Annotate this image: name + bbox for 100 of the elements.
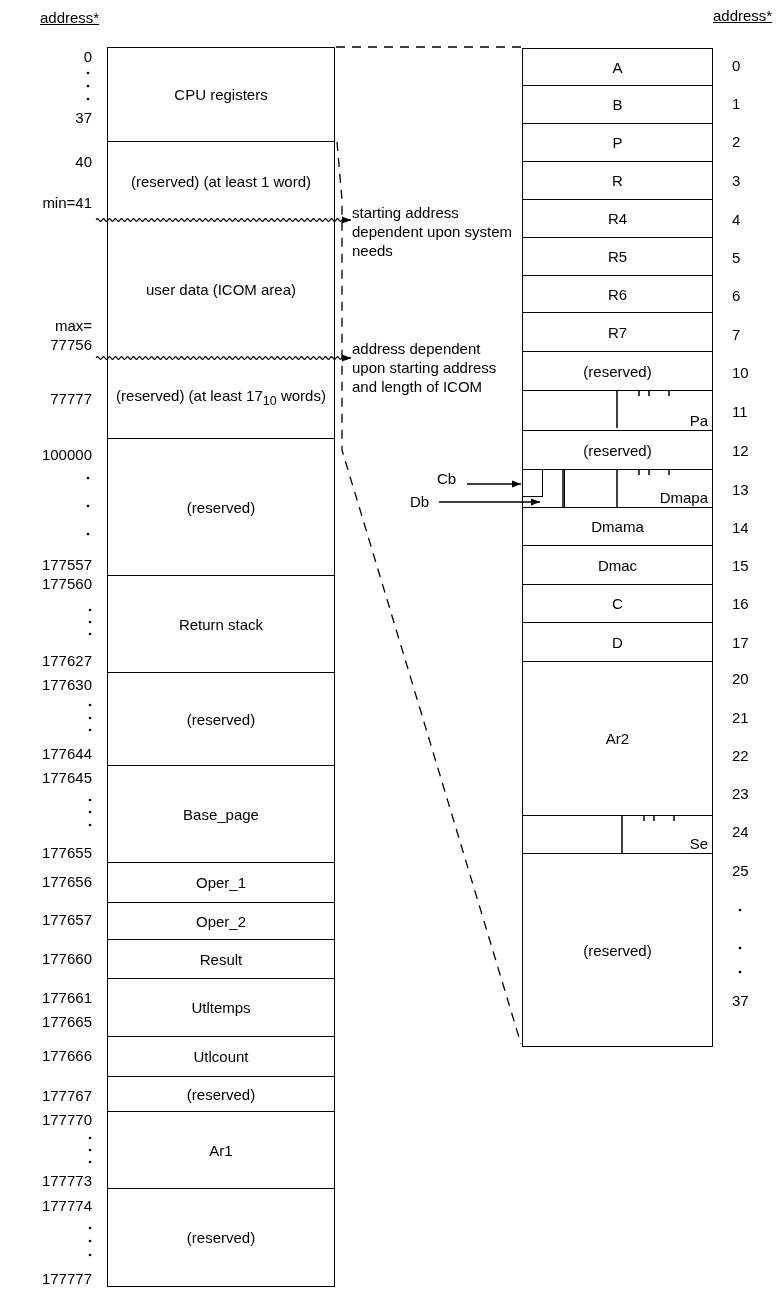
block-label: Oper_2 <box>194 911 247 931</box>
memory-block <box>107 902 335 940</box>
address-number: 4 <box>732 210 741 229</box>
address-number: 177767 <box>40 1086 92 1105</box>
block-label: Utlcount <box>192 1047 250 1066</box>
address-number: 37 <box>732 991 749 1010</box>
memory-word <box>522 161 713 200</box>
address-number: 40 <box>74 152 92 171</box>
address-number: 6 <box>732 286 741 305</box>
block-label: (reserved) (at least 17$_{10}$ words) <box>115 385 327 410</box>
block-label: Return stack <box>177 614 265 634</box>
block-label: (reserved) <box>185 709 257 729</box>
bit-label: Db <box>410 492 431 511</box>
note-text: starting address dependent upon system needs <box>352 203 514 260</box>
memory-word <box>522 584 713 623</box>
memory-word <box>522 469 713 508</box>
address-number: 20 <box>732 669 749 688</box>
block-label: Dmac <box>596 555 639 575</box>
field-label: Pa <box>688 411 709 430</box>
memory-word <box>522 545 713 585</box>
column-heading: address* <box>40 8 100 27</box>
block-label: (reserved) (at least 1 word) <box>129 172 313 191</box>
address-number: 177657 <box>40 910 92 929</box>
block-label: A <box>611 57 624 77</box>
block-label: user data (ICOM area) <box>144 280 298 299</box>
block-label: D <box>611 632 624 652</box>
memory-word <box>522 123 713 162</box>
memory-word <box>522 622 713 662</box>
address-number: 77777 <box>49 389 92 408</box>
memory-block <box>107 1036 335 1077</box>
block-label: Utltemps <box>190 998 252 1017</box>
address-number: 177660 <box>40 949 92 968</box>
memory-word <box>522 275 713 313</box>
address-number: 3 <box>732 171 741 190</box>
bit-cell <box>523 470 543 497</box>
block-label: R <box>611 171 624 190</box>
memory-word <box>522 351 713 391</box>
block-label: B <box>611 95 624 114</box>
block-label: (reserved) <box>582 361 653 381</box>
block-label: R4 <box>606 209 629 228</box>
block-label: R5 <box>606 247 629 266</box>
address-number: 177666 <box>40 1046 92 1065</box>
memory-word <box>522 853 713 1047</box>
memory-block <box>107 1111 335 1189</box>
bit-label: Cb <box>437 469 458 488</box>
block-label: R6 <box>606 284 629 304</box>
address-number: 25 <box>732 861 749 880</box>
address-number: 177770 <box>40 1110 92 1129</box>
block-label: P <box>611 133 624 152</box>
block-label: (reserved) <box>185 497 257 517</box>
memory-word <box>522 390 713 431</box>
address-number: min=41 <box>41 193 92 212</box>
address-number: 177630 <box>40 675 92 694</box>
block-label: CPU registers <box>173 85 269 104</box>
memory-block <box>107 978 335 1037</box>
block-label: (reserved) <box>582 940 653 960</box>
block-label: Dmama <box>590 517 645 536</box>
block-label: Oper_1 <box>194 873 247 892</box>
memory-word <box>522 312 713 352</box>
address-number: 10 <box>732 363 749 382</box>
address-number: 23 <box>732 784 749 803</box>
address-number: 177644 <box>40 744 92 763</box>
address-number: 0 <box>82 47 92 66</box>
memory-word <box>522 199 713 238</box>
arrow <box>466 480 522 488</box>
note-text: address dependent upon starting address and length of ICOM <box>352 339 498 396</box>
block-label: R7 <box>606 322 629 342</box>
field-label: Dmapa <box>658 488 709 507</box>
address-number: 177655 <box>40 843 92 862</box>
memory-block <box>107 575 335 673</box>
memory-block <box>107 358 335 439</box>
memory-block <box>107 438 335 576</box>
address-number: 1 <box>732 94 741 113</box>
address-number: 177777 <box>40 1269 92 1288</box>
block-label: Ar2 <box>604 729 631 748</box>
memory-block <box>107 1188 335 1287</box>
arrow <box>438 498 541 506</box>
block-label: Result <box>198 949 244 969</box>
address-number: 177557 <box>40 555 92 574</box>
memory-block <box>107 939 335 979</box>
block-label: Base_page <box>182 804 260 824</box>
dashed-line <box>335 46 522 48</box>
address-number: 0 <box>732 56 741 75</box>
address-number: 177661 <box>40 988 92 1007</box>
address-number: 15 <box>732 556 749 575</box>
memory-block <box>107 47 335 142</box>
address-number: 11 <box>732 402 748 421</box>
address-number: 22 <box>732 746 749 765</box>
address-number: 37 <box>74 108 92 127</box>
address-number: 7 <box>732 325 741 344</box>
address-number: 24 <box>732 822 749 841</box>
memory-block <box>107 862 335 903</box>
address-number: 177645 <box>40 768 92 787</box>
address-number: 177665 <box>40 1012 92 1031</box>
address-number: 100000 <box>40 445 92 464</box>
address-number: 177773 <box>40 1171 92 1190</box>
address-number: 177656 <box>40 872 92 891</box>
block-label: (reserved) <box>582 440 653 460</box>
address-number: 13 <box>732 480 749 499</box>
address-number: 2 <box>732 132 741 151</box>
